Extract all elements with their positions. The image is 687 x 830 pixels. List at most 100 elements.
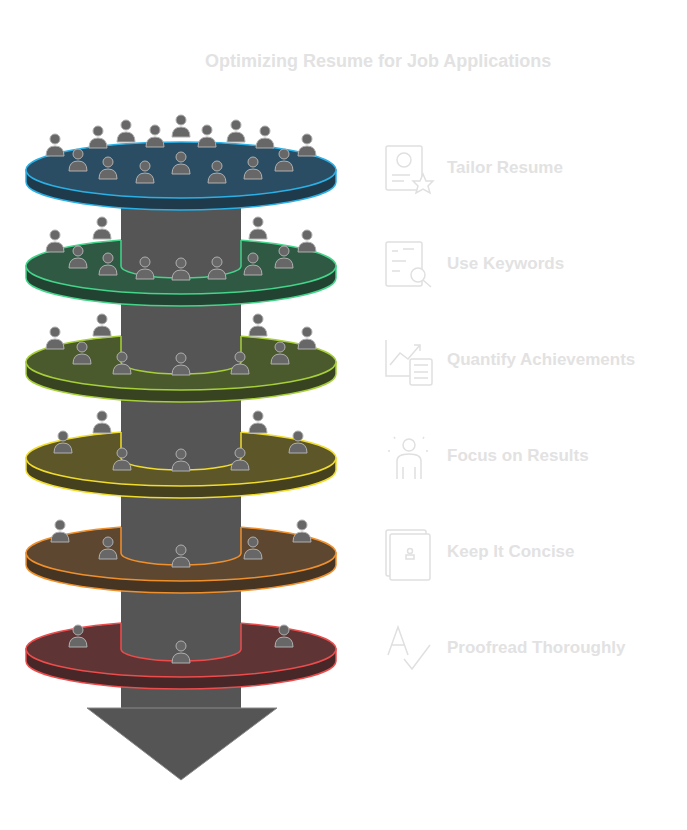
person-head [176,449,186,459]
person-body [208,173,226,183]
person-body [113,460,131,470]
person-head [248,157,258,167]
person-head [117,352,127,362]
person-head [176,115,186,125]
person-head [293,431,303,441]
person-head [275,342,285,352]
person-head [73,625,83,635]
person-body [136,173,154,183]
step-icon [388,437,430,479]
person-body [172,653,190,663]
person-body [69,258,87,268]
person-body [293,532,311,542]
person-head [50,230,60,240]
person-icon [172,353,190,375]
person-head [77,342,87,352]
icon-part [404,645,430,669]
person-icon [172,449,190,471]
person-icon [244,253,262,275]
person-body [275,161,293,171]
person-icon [231,352,249,374]
step-label: Keep It Concise [447,542,575,562]
step-label: Quantify Achievements [447,350,635,370]
person-icon [117,120,135,142]
person-body [172,270,190,280]
person-icon [249,314,267,336]
person-body [146,137,164,147]
person-icon [249,411,267,433]
person-icon [93,217,111,239]
person-icon [172,115,190,137]
person-head [302,230,312,240]
person-body [113,364,131,374]
person-head [235,448,245,458]
person-head [150,125,160,135]
person-head [235,352,245,362]
person-head [202,125,212,135]
person-body [69,161,87,171]
step-label: Focus on Results [447,446,589,466]
person-icon [113,352,131,374]
step-icon [386,530,430,580]
person-body [99,169,117,179]
person-icon [208,161,226,183]
person-head [248,537,258,547]
person-head [176,258,186,268]
person-icon [298,230,316,252]
person-body [46,339,64,349]
person-icon [93,314,111,336]
person-body [275,258,293,268]
pillar-rim [121,336,241,374]
person-icon [198,125,216,147]
step-icon [386,340,432,385]
person-body [46,242,64,252]
person-head [176,641,186,651]
person-icon [256,126,274,148]
person-head [212,257,222,267]
person-body [256,138,274,148]
person-body [172,461,190,471]
person-body [275,637,293,647]
person-icon [275,149,293,171]
step-label: Use Keywords [447,254,564,274]
arrow-head [87,708,277,780]
person-icon [89,126,107,148]
step-label: Tailor Resume [447,158,563,178]
person-icon [69,625,87,647]
person-icon [289,431,307,453]
person-icon [113,448,131,470]
step-label: Proofread Thoroughly [447,638,626,658]
person-head [93,126,103,136]
person-head [260,126,270,136]
person-icon [244,157,262,179]
person-body [99,265,117,275]
person-body [271,354,289,364]
person-body [51,532,69,542]
person-body [231,460,249,470]
diagram-title: Optimizing Resume for Job Applications [205,51,551,72]
person-body [298,339,316,349]
person-head [302,327,312,337]
icon-part [410,359,432,385]
disc-top [26,142,336,198]
person-icon [54,431,72,453]
person-icon [93,411,111,433]
person-icon [46,134,64,156]
person-icon [172,152,190,174]
icon-part [392,175,410,181]
icon-part [388,627,408,655]
person-head [302,134,312,144]
person-body [172,557,190,567]
person-body [244,265,262,275]
person-icon [99,157,117,179]
person-head [73,246,83,256]
person-icon [275,625,293,647]
person-body [244,549,262,559]
person-body [117,132,135,142]
person-head [279,625,289,635]
person-head [58,431,68,441]
person-icon [46,327,64,349]
pillar-rim [121,432,241,470]
person-icon [231,448,249,470]
person-head [103,157,113,167]
